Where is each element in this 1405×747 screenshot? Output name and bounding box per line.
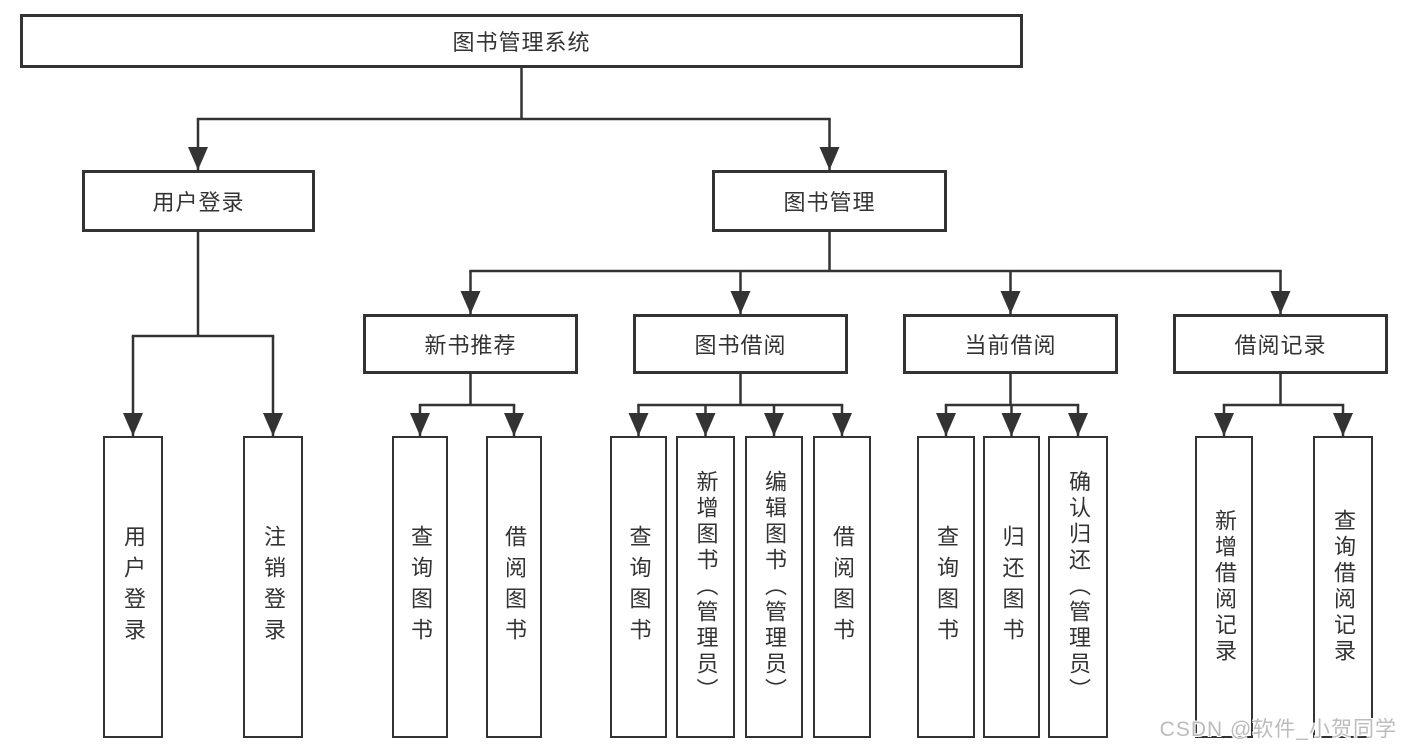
leaf-label: 查询借阅记录 [1331, 509, 1356, 665]
node-new-book-recommend: 新书推荐 [363, 314, 578, 374]
connector-user-login-branch [123, 232, 283, 436]
leaf-borrow-books-recommend: 借阅图书 [486, 436, 542, 738]
node-label: 借阅记录 [1234, 333, 1327, 358]
node-library-management-system: 图书管理系统 [20, 14, 1023, 68]
leaf-return-books: 归还图书 [983, 436, 1040, 738]
leaf-label: 注销登录 [261, 525, 286, 649]
node-label: 用户登录 [152, 190, 245, 215]
leaf-label: 新增借阅记录 [1212, 509, 1237, 665]
node-current-borrowing: 当前借阅 [903, 314, 1118, 374]
node-label: 当前借阅 [964, 333, 1057, 358]
leaf-label: 编辑图书（管理员） [762, 470, 787, 704]
leaf-add-borrow-record: 新增借阅记录 [1195, 436, 1253, 738]
node-label: 图书借阅 [694, 333, 787, 358]
leaf-label: 查询图书 [626, 525, 652, 649]
node-label: 图书管理 [783, 190, 876, 215]
leaf-query-books-recommend: 查询图书 [392, 436, 448, 738]
leaf-confirm-return-admin: 确认归还（管理员） [1048, 436, 1108, 738]
leaf-borrow-books-borrowing: 借阅图书 [813, 436, 871, 738]
leaf-label: 用户登录 [121, 525, 146, 649]
csdn-watermark: CSDN @软件_小贺同学 [1159, 718, 1397, 741]
leaf-query-books-current: 查询图书 [917, 436, 975, 738]
node-user-login: 用户登录 [82, 170, 315, 232]
node-label: 图书管理系统 [452, 30, 591, 55]
leaf-label: 借阅图书 [830, 525, 855, 649]
connector-borrowing-records-branch [1214, 374, 1353, 436]
leaf-user-login: 用户登录 [103, 436, 163, 738]
leaf-label: 查询图书 [934, 525, 959, 649]
leaf-edit-book-admin: 编辑图书（管理员） [745, 436, 803, 738]
node-label: 新书推荐 [424, 333, 517, 358]
leaf-add-book-admin: 新增图书（管理员） [676, 436, 735, 738]
leaf-label: 确认归还（管理员） [1066, 470, 1091, 704]
leaf-label: 新增图书（管理员） [693, 470, 719, 704]
leaf-query-borrow-record: 查询借阅记录 [1313, 436, 1373, 738]
node-book-management: 图书管理 [712, 170, 947, 232]
leaf-logout: 注销登录 [243, 436, 303, 738]
leaf-label: 借阅图书 [502, 525, 527, 649]
leaf-label: 查询图书 [408, 525, 433, 649]
connector-book-management-branch [460, 232, 1291, 314]
connector-current-borrowing-branch [936, 374, 1088, 436]
connector-book-borrowing-branch [628, 374, 852, 436]
leaf-query-books-borrowing: 查询图书 [610, 436, 667, 738]
node-book-borrowing: 图书借阅 [633, 314, 848, 374]
connector-root-to-level2 [188, 67, 840, 170]
node-borrowing-records: 借阅记录 [1173, 314, 1388, 374]
leaf-label: 归还图书 [999, 525, 1025, 649]
connector-new-book-recommend-branch [410, 374, 524, 436]
